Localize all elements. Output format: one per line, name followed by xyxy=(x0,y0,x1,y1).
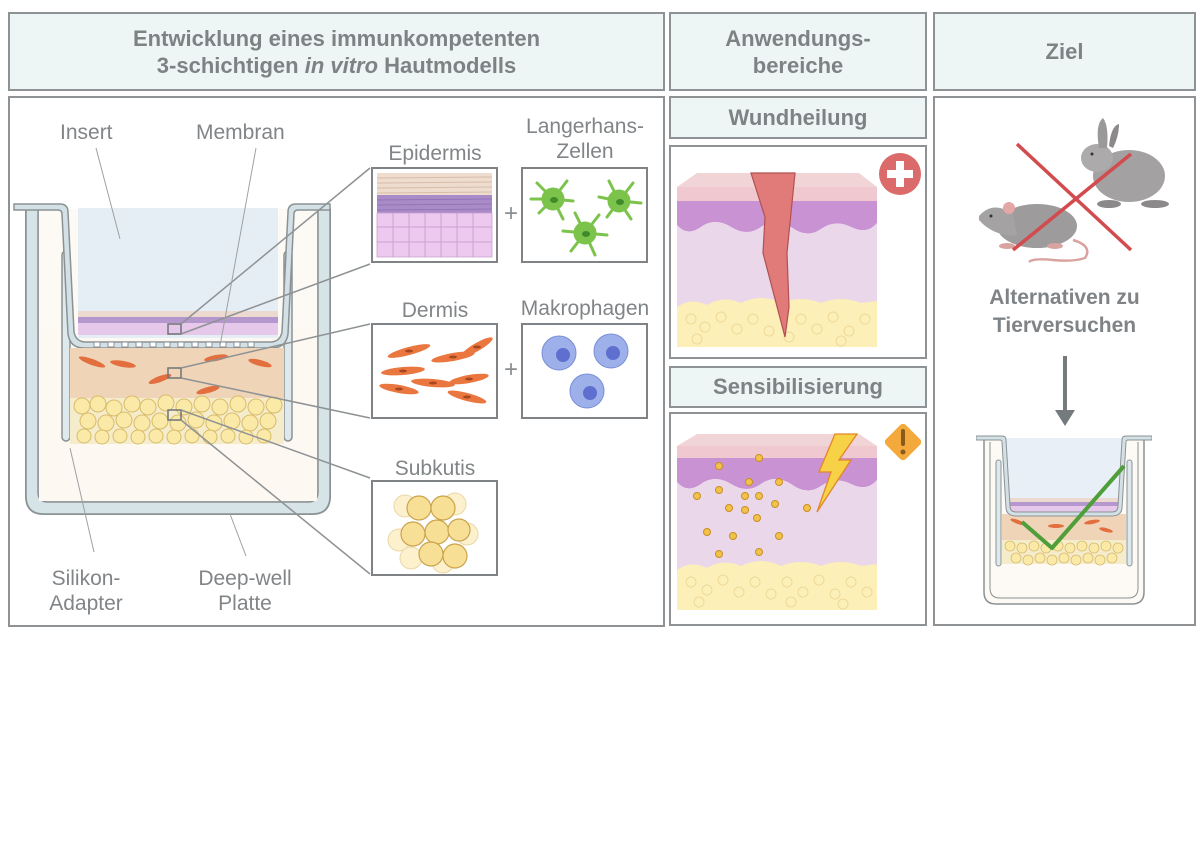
dermis-layer xyxy=(70,348,284,398)
sensitization-header: Sensibilisierung xyxy=(669,366,927,408)
dermis-zoom-box xyxy=(371,323,498,419)
label-langerhans-line1: Langerhans- xyxy=(526,115,644,138)
arrow-down-icon xyxy=(1055,356,1075,426)
epidermis-zoom-box xyxy=(371,167,498,263)
lightning-bolt-icon xyxy=(816,433,859,513)
header-goal: Ziel xyxy=(933,12,1196,91)
sensitization-skin-illustration xyxy=(677,433,877,610)
allergen-particles xyxy=(693,454,811,558)
goal-text: Alternativen zu Tierversuchen xyxy=(933,284,1196,340)
label-dermis: Dermis xyxy=(401,299,469,322)
animal-testing-crossed-out xyxy=(979,118,1169,264)
header-goal-text: Ziel xyxy=(1045,39,1084,64)
adipocytes-illustration xyxy=(387,492,479,574)
insert-epidermis xyxy=(78,323,278,335)
macrophages-illustration xyxy=(541,333,629,409)
zoom-marker-epidermis xyxy=(167,323,182,335)
sensitization-panel xyxy=(669,412,927,626)
membrane-pores xyxy=(93,341,255,348)
header-model-development: Entwicklung eines immunkompetenten 3-sch… xyxy=(8,12,665,91)
rabbit-icon xyxy=(1081,118,1169,208)
header-main-line1: Entwicklung eines immunkompetenten xyxy=(132,25,541,51)
header-applications-line1: Anwendungs- xyxy=(725,25,871,51)
label-silicone-line2: Adapter xyxy=(49,592,123,615)
langerhans-cell xyxy=(529,179,575,221)
plus-sign-epidermis: + xyxy=(504,200,519,227)
label-deepwell-line2: Platte xyxy=(218,592,272,615)
label-silicone-line1: Silikon- xyxy=(51,567,121,590)
wound-healing-panel xyxy=(669,145,927,359)
culture-well-diagram xyxy=(13,147,371,575)
langerhans-zoom-box xyxy=(521,167,648,263)
wound-skin-illustration xyxy=(677,172,877,347)
sensitization-title: Sensibilisierung xyxy=(713,374,883,399)
wound-healing-title: Wundheilung xyxy=(728,104,868,130)
label-langerhans-cells: Langerhans- Zellen xyxy=(520,114,650,164)
fibroblasts xyxy=(78,354,272,395)
header-applications: Anwendungs- bereiche xyxy=(669,12,927,91)
label-macrophages: Makrophagen xyxy=(520,297,650,320)
label-insert: Insert xyxy=(60,121,113,144)
label-lines xyxy=(69,147,257,557)
header-main-line2: 3-schichtigen in vitro Hautmodells xyxy=(133,52,540,79)
header-main-line2-post: Hautmodells xyxy=(378,52,517,78)
checkmark-icon xyxy=(1020,464,1126,550)
skin-model-well-check xyxy=(976,435,1152,605)
header-applications-line2: bereiche xyxy=(752,52,844,78)
fibroblasts-illustration xyxy=(379,337,493,404)
cross-line-2 xyxy=(1011,152,1133,252)
label-deep-well-plate: Deep-well Platte xyxy=(190,566,300,616)
header-in-vitro: in vitro xyxy=(304,52,379,78)
cross-line-1 xyxy=(1015,142,1133,252)
label-langerhans-line2: Zellen xyxy=(556,140,614,163)
subcutis-zoom-box xyxy=(371,480,498,576)
insert-wall xyxy=(13,203,331,349)
zoom-marker-dermis xyxy=(167,367,182,379)
wound-healing-header: Wundheilung xyxy=(669,96,927,139)
epidermis-illustration xyxy=(376,173,493,258)
macrophages-zoom-box xyxy=(521,323,648,419)
medical-plus-icon xyxy=(879,153,921,195)
label-subcutis: Subkutis xyxy=(394,457,476,480)
label-silicone-adapter: Silikon- Adapter xyxy=(46,566,126,616)
adipocytes xyxy=(73,394,283,445)
goal-text-line2: Tierversuchen xyxy=(992,314,1137,337)
langerhans-cells-illustration xyxy=(529,179,643,257)
wound-cut xyxy=(750,172,796,338)
header-main-line2-pre: 3-schichtigen xyxy=(156,52,305,78)
label-membrane: Membran xyxy=(196,121,285,144)
goal-text-line1: Alternativen zu xyxy=(989,286,1140,309)
label-epidermis: Epidermis xyxy=(388,142,482,165)
label-deepwell-line1: Deep-well xyxy=(198,567,292,590)
zoom-lines xyxy=(180,167,371,575)
zoom-marker-subcutis xyxy=(167,409,182,421)
plus-sign-dermis: + xyxy=(504,356,519,383)
warning-icon xyxy=(884,423,922,461)
langerhans-cell xyxy=(561,211,609,257)
